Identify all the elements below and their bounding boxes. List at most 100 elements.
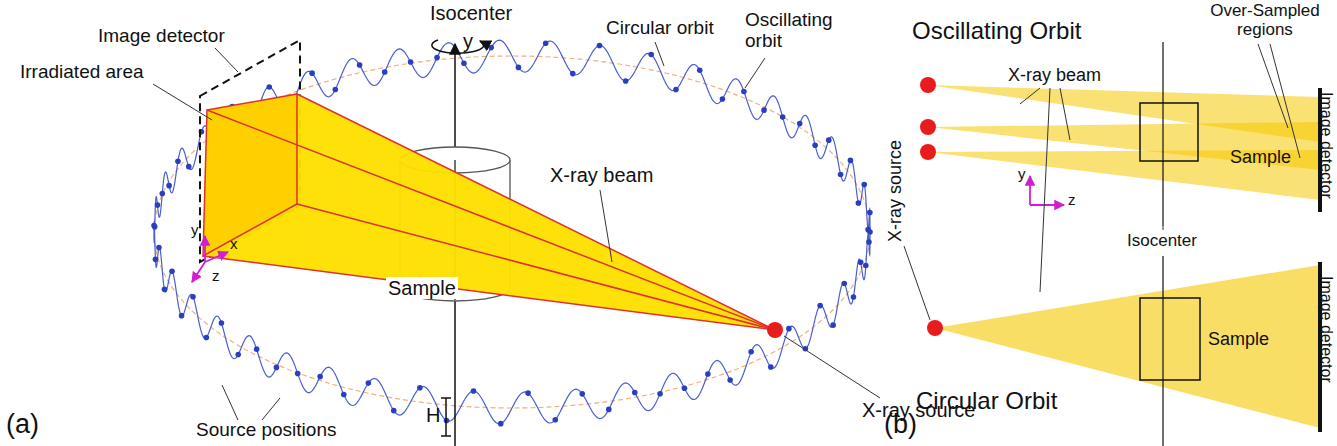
source-position-dot xyxy=(856,200,862,206)
detector-label: Image detector xyxy=(98,26,225,47)
source-position-dot xyxy=(780,114,786,120)
source-position-dot xyxy=(190,294,196,300)
axis-letter: z xyxy=(1068,192,1076,209)
source-position-dot xyxy=(697,67,703,73)
area-label: Irradiated area xyxy=(20,62,144,83)
source-position-dot xyxy=(748,349,754,355)
source-position-dot xyxy=(295,371,301,377)
source-position-dot xyxy=(851,294,857,300)
source-position-dot xyxy=(867,210,873,216)
source-position-dot xyxy=(817,303,823,309)
source-position-dot xyxy=(219,320,225,326)
source-position-dot xyxy=(838,172,844,178)
amplitude-bracket xyxy=(441,398,451,436)
source-position-dot xyxy=(179,313,185,319)
orbit-label: Oscillating orbit xyxy=(745,10,845,52)
source-position-dot xyxy=(570,71,576,77)
source-position-dot xyxy=(848,158,854,164)
leader-lines-a xyxy=(153,42,880,420)
source-position-dot xyxy=(186,164,192,170)
source-position-dot xyxy=(417,385,423,391)
source-position-dot xyxy=(152,224,158,230)
source-position-dot xyxy=(162,287,168,293)
source-position-dot xyxy=(333,87,339,93)
axis-letter: y xyxy=(1018,166,1026,183)
source-position-dot xyxy=(861,182,867,188)
source-position-dot xyxy=(812,143,818,149)
positions-label: Source positions xyxy=(196,420,336,441)
panel-title: Oscillating Orbit xyxy=(912,18,1081,44)
source-position-dot xyxy=(830,322,836,328)
region-label: Over-Sampled regions xyxy=(1206,2,1324,39)
source-position-dot xyxy=(266,84,272,90)
source-dots-b xyxy=(920,77,943,336)
source-position-dot xyxy=(391,408,397,414)
source-position-dot xyxy=(768,364,774,370)
source-position-dot xyxy=(169,268,175,274)
dimension-label: H xyxy=(426,404,440,426)
source-position-dot xyxy=(865,227,871,233)
source-position-dot xyxy=(155,202,161,208)
sample-label: Sample xyxy=(1208,330,1269,350)
axis-letter: y xyxy=(191,222,199,239)
source-position-dot xyxy=(682,385,688,391)
source-position-dot xyxy=(175,158,181,164)
orbit-wave xyxy=(154,40,870,424)
panel-letter: (a) xyxy=(6,410,39,440)
detector-label: Image detector xyxy=(1317,92,1335,199)
source-position-dot xyxy=(597,43,603,49)
axis-letter: x xyxy=(230,236,238,253)
panel-letter: (b) xyxy=(884,410,917,440)
source-position-dot xyxy=(153,257,159,263)
beam-label: X-ray beam xyxy=(1008,66,1101,86)
xray-source-dot xyxy=(767,322,783,338)
source-position-dot xyxy=(498,421,504,427)
xray-beam xyxy=(203,94,775,330)
circular-orbit xyxy=(154,56,870,408)
axis-label: Isocenter xyxy=(1125,232,1199,251)
source-position-dot xyxy=(366,380,372,386)
detector-label: Image detector xyxy=(1317,276,1335,383)
oscillating-orbit xyxy=(151,40,873,426)
sample-box xyxy=(1140,103,1198,161)
source-position-dot xyxy=(858,259,864,265)
source-position-dot xyxy=(159,191,165,197)
source-position-dot xyxy=(254,346,260,352)
source-position-dot xyxy=(579,391,585,397)
axis-letter: z xyxy=(212,268,220,285)
source-position-dot xyxy=(727,377,733,383)
source-position-dot xyxy=(623,78,629,84)
axes-a xyxy=(192,236,228,282)
axes-b xyxy=(1030,176,1064,205)
source-position-dot xyxy=(309,70,315,76)
source-position-dot xyxy=(632,390,638,396)
source-position-dot xyxy=(673,87,679,93)
orbit-label: Circular orbit xyxy=(606,18,714,39)
source-position-dot xyxy=(317,374,323,380)
source-position-dot xyxy=(761,107,767,113)
beam-label: X-ray beam xyxy=(548,164,655,186)
source-position-dot xyxy=(720,96,726,102)
sample-box xyxy=(1140,298,1200,380)
source-position-dot xyxy=(841,281,847,287)
source-position-dot xyxy=(863,263,869,269)
panel-title: Circular Orbit xyxy=(916,388,1057,414)
source-position-dot xyxy=(797,121,803,127)
rotation-arrow xyxy=(432,40,484,53)
source-position-dot xyxy=(786,326,792,332)
source-position-dot xyxy=(525,390,531,396)
source-position-dot xyxy=(156,245,162,251)
source-position-dot xyxy=(606,407,612,413)
source-position-dot xyxy=(866,239,872,245)
source-position-dot xyxy=(552,417,558,423)
source-position-dot xyxy=(166,183,172,189)
beams-oscillating xyxy=(928,85,1320,200)
source-position-dot xyxy=(341,392,347,398)
sample-label: Sample xyxy=(1230,148,1291,168)
source-position-dot xyxy=(408,59,414,65)
source-position-dot xyxy=(357,62,363,68)
source-position-dot xyxy=(648,52,654,58)
source-position-dot xyxy=(471,388,477,394)
